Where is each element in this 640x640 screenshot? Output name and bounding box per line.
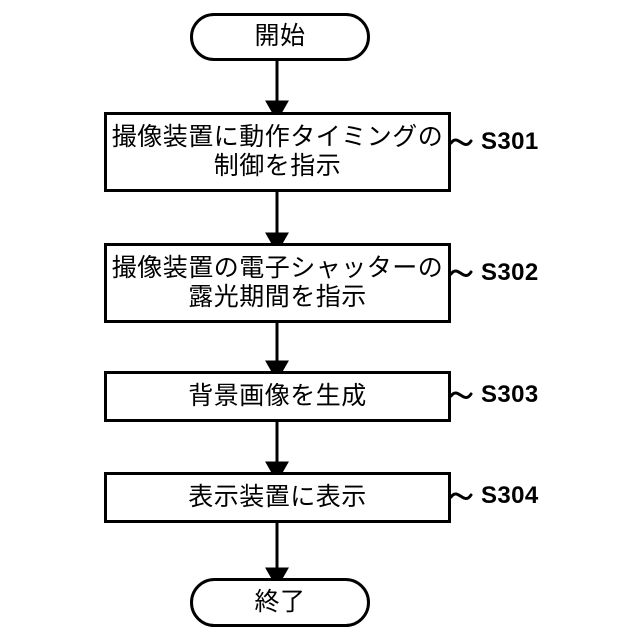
node-s301-label: 撮像装置に動作タイミングの 制御を指示 [111,122,444,181]
node-end-label: 終了 [254,587,306,616]
leader-squiggle-s302 [449,269,473,277]
node-start-label: 開始 [254,22,306,51]
node-end[interactable]: 終了 [190,578,370,627]
node-s301[interactable]: 撮像装置に動作タイミングの 制御を指示 [104,112,451,192]
leader-squiggle-s304 [449,492,473,500]
node-start[interactable]: 開始 [190,13,370,61]
node-s303-label: 背景画像を生成 [188,381,367,410]
node-s302[interactable]: 撮像装置の電子シャッターの 露光期間を指示 [104,243,451,323]
step-ref-s304: S304 [481,482,539,509]
leader-squiggle-s303 [449,391,473,399]
node-s303[interactable]: 背景画像を生成 [104,371,451,422]
step-ref-s303: S303 [481,381,539,408]
step-ref-s301: S301 [481,128,539,155]
node-s304[interactable]: 表示装置に表示 [104,472,451,523]
node-s304-label: 表示装置に表示 [188,482,367,511]
step-ref-s302: S302 [481,259,539,286]
leader-squiggle-s301 [449,138,473,146]
node-s302-label: 撮像装置の電子シャッターの 露光期間を指示 [111,253,444,312]
